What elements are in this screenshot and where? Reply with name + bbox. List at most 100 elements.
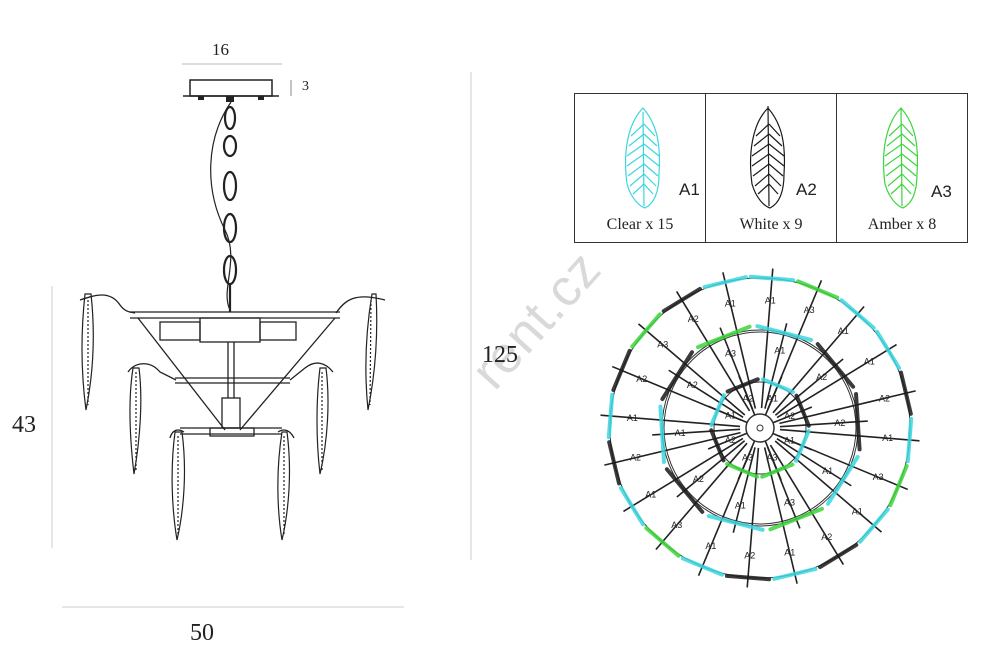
outer-tag: A3 bbox=[873, 472, 884, 482]
outer-crystal-a1 bbox=[772, 566, 818, 581]
leaf-icon-white bbox=[749, 105, 786, 209]
inner-spoke bbox=[738, 375, 756, 416]
legend-cell-clear: A1 Clear x 15 bbox=[575, 94, 706, 242]
middle-spoke bbox=[652, 428, 741, 436]
legend-label-white: White x 9 bbox=[739, 216, 803, 233]
outer-spoke bbox=[774, 440, 883, 533]
outer-crystal-a3 bbox=[796, 279, 840, 300]
outer-crystal-a3 bbox=[630, 312, 662, 349]
inner-tag: A2 bbox=[725, 435, 736, 445]
outer-tag: A1 bbox=[645, 490, 656, 500]
outer-spoke bbox=[779, 390, 916, 425]
inner-spoke bbox=[772, 432, 812, 451]
inner-tag: A1 bbox=[725, 411, 736, 421]
middle-tag: A2 bbox=[816, 372, 827, 382]
inner-crystal-a3 bbox=[725, 462, 760, 479]
legend-label-clear: Clear x 15 bbox=[606, 216, 674, 233]
outer-tag: A1 bbox=[882, 433, 893, 443]
outer-tag: A2 bbox=[744, 551, 755, 561]
inner-crystal-a1 bbox=[794, 428, 811, 463]
outer-tag: A3 bbox=[671, 520, 682, 530]
outer-crystal-a1 bbox=[680, 556, 724, 577]
outer-tag: A1 bbox=[627, 413, 638, 423]
outer-crystal-a1 bbox=[606, 392, 615, 440]
outer-crystal-a3 bbox=[888, 464, 909, 508]
inner-crystal-a1 bbox=[709, 393, 726, 428]
middle-tag: A1 bbox=[822, 466, 833, 476]
outer-spoke bbox=[779, 428, 920, 442]
middle-tag: A2 bbox=[687, 380, 698, 390]
center-point bbox=[756, 424, 764, 432]
outer-tag: A1 bbox=[852, 506, 863, 516]
inner-tag: A1 bbox=[784, 435, 795, 445]
middle-tag: A2 bbox=[834, 418, 845, 428]
outer-tag: A2 bbox=[688, 314, 699, 324]
middle-spoke bbox=[779, 420, 868, 428]
total-height-label: 125 bbox=[482, 342, 518, 368]
outer-tag: A2 bbox=[879, 393, 890, 403]
inner-spoke bbox=[772, 406, 813, 424]
inner-crystal-a2 bbox=[794, 393, 811, 428]
outer-tag: A2 bbox=[630, 453, 641, 463]
legend-cell-amber: A3 Amber x 8 bbox=[837, 94, 967, 242]
outer-spoke bbox=[623, 437, 744, 513]
outer-tag: A1 bbox=[725, 298, 736, 308]
outer-spoke bbox=[772, 305, 865, 414]
middle-crystal-a1 bbox=[825, 454, 860, 506]
outer-tag: A1 bbox=[864, 356, 875, 366]
legend-code-white: A2 bbox=[796, 180, 817, 199]
outer-spoke bbox=[746, 447, 760, 588]
inner-spoke bbox=[708, 405, 748, 424]
outer-spoke bbox=[655, 442, 748, 551]
outer-tag: A1 bbox=[838, 326, 849, 336]
middle-crystal-a2 bbox=[660, 350, 695, 402]
legend-code-amber: A3 bbox=[931, 182, 952, 201]
middle-spoke bbox=[676, 440, 746, 498]
outer-spoke bbox=[722, 272, 757, 409]
middle-crystal-a3 bbox=[696, 324, 752, 350]
outer-crystal-a1 bbox=[618, 486, 646, 527]
outer-tag: A1 bbox=[705, 541, 716, 551]
middle-crystal-a2 bbox=[664, 467, 705, 514]
inner-tag: A3 bbox=[742, 452, 753, 462]
outer-tag: A3 bbox=[804, 305, 815, 315]
outer-crystal-a2 bbox=[607, 440, 622, 486]
inner-spoke bbox=[737, 440, 756, 480]
outer-crystal-a2 bbox=[724, 573, 772, 582]
legend-label-amber: Amber x 8 bbox=[867, 216, 937, 233]
outer-spoke bbox=[763, 447, 798, 584]
canopy-height-label: 3 bbox=[302, 79, 309, 94]
leaf-icon-amber bbox=[882, 107, 919, 209]
outer-spoke bbox=[637, 323, 746, 416]
middle-tag: A3 bbox=[784, 497, 795, 507]
inner-spoke bbox=[764, 376, 783, 416]
inner-spoke bbox=[707, 432, 748, 450]
outer-spoke bbox=[604, 431, 741, 466]
legend-cell-white: A2 White x 9 bbox=[706, 94, 837, 242]
diameter-label: 50 bbox=[190, 620, 214, 646]
outer-tag: A1 bbox=[784, 548, 795, 558]
middle-tag: A1 bbox=[675, 428, 686, 438]
middle-tag: A2 bbox=[693, 474, 704, 484]
crystal-legend: A1 Clear x 15 A2 White x 9 A3 Amber x 8 bbox=[574, 93, 968, 243]
outer-crystal-a1 bbox=[839, 298, 876, 330]
middle-crystal-a2 bbox=[854, 392, 862, 452]
middle-spoke bbox=[668, 369, 744, 418]
outer-spoke bbox=[675, 291, 751, 412]
middle-crystal-a1 bbox=[658, 404, 666, 464]
inner-tag: A2 bbox=[742, 393, 753, 403]
outer-crystal-a2 bbox=[818, 542, 859, 570]
outer-tag: A2 bbox=[636, 374, 647, 384]
body-height-label: 43 bbox=[12, 412, 36, 438]
outer-spoke bbox=[600, 414, 741, 428]
inner-tag: A2 bbox=[784, 411, 795, 421]
leaf-icon-clear bbox=[624, 107, 661, 209]
middle-tag: A1 bbox=[774, 345, 785, 355]
outer-spoke bbox=[769, 444, 845, 565]
outer-spoke bbox=[760, 268, 774, 409]
middle-crystal-a2 bbox=[815, 342, 856, 389]
inner-tag: A3 bbox=[767, 453, 778, 463]
inner-crystal-a1 bbox=[760, 377, 795, 394]
outer-spoke bbox=[776, 343, 897, 419]
